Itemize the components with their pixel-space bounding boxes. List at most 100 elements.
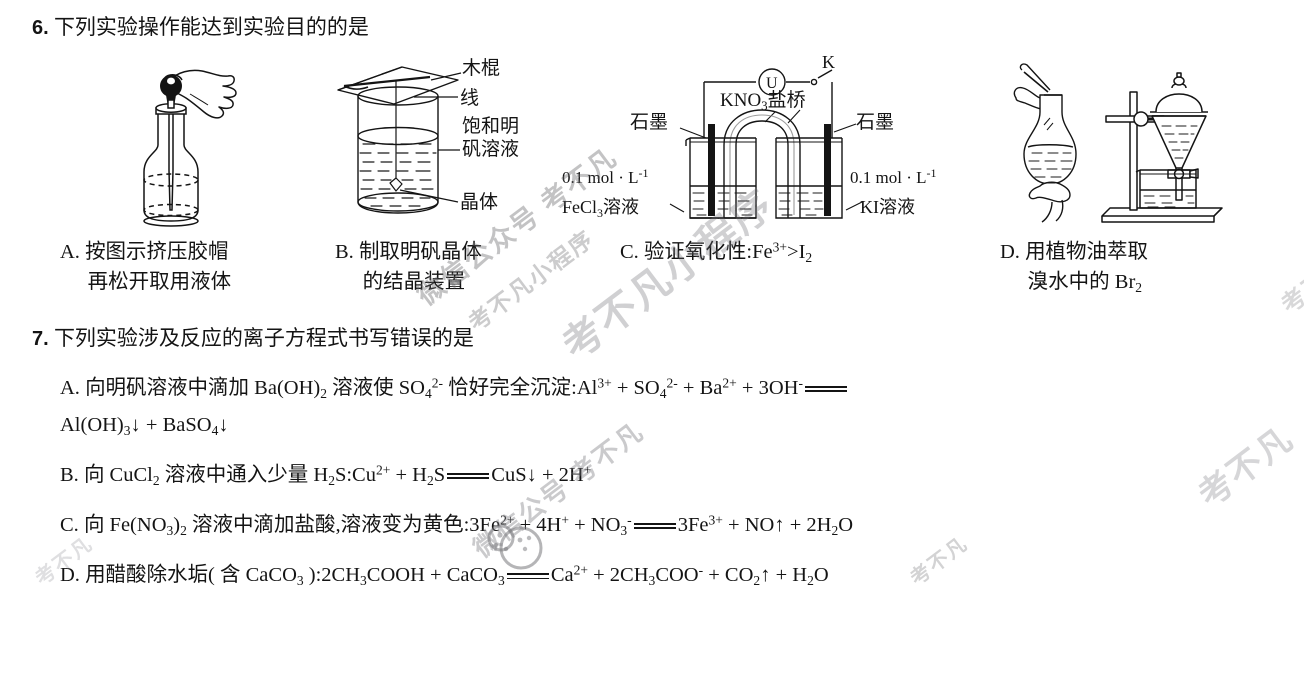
q7a-so4-sup: 2- xyxy=(431,375,443,391)
option-a-label: A. xyxy=(60,240,80,263)
q7b-prod: CuS↓ + 2H xyxy=(491,464,584,487)
question-7-stem: 7. 下列实验涉及反应的离子方程式书写错误的是 xyxy=(0,323,1304,355)
option-b: B. 制取明矾晶体 的结晶装置 xyxy=(335,237,482,298)
figure-b-label-wooden-stick: 木棍 xyxy=(462,57,500,79)
q7-option-c-label: C. xyxy=(60,514,79,537)
q7d-prod-mid2: COO xyxy=(655,564,699,587)
option-a-line1: 按图示挤压胶帽 xyxy=(85,240,229,263)
q7b-desc-pre: 向 CuCl xyxy=(83,464,153,487)
q7d-prod-sup: 2+ xyxy=(573,562,588,578)
q7c-prod-post: O xyxy=(838,514,854,537)
question-7-number: 7. xyxy=(32,327,49,350)
q7c-eq1-sup: + xyxy=(561,512,569,528)
q7a-desc-post: 恰好完全沉淀:Al xyxy=(443,377,598,399)
q7d-prod-sub2: 2 xyxy=(753,573,761,589)
option-d-sub: 2 xyxy=(1135,279,1143,295)
q7a-eq1: + SO xyxy=(611,377,660,399)
option-d-line1: 用植物油萃取 xyxy=(1025,240,1149,263)
q7d-desc-pre: 用醋酸除水垢( 含 CaCO xyxy=(85,564,297,587)
figure-c-label-graphite-left: 石墨 xyxy=(630,112,668,133)
option-d-label: D. xyxy=(1000,240,1020,263)
q7d-ch3-post: COOH + CaCO xyxy=(366,564,498,587)
figure-c-label-concentration-left: 0.1 mol · L-1 xyxy=(562,166,649,187)
question-7-stem-text: 下列实验涉及反应的离子方程式书写错误的是 xyxy=(53,325,474,350)
q7c-prod-mid: + NO↑ + 2H xyxy=(722,514,832,537)
q7a-eq3: + 3OH xyxy=(736,377,799,399)
option-b-line2: 的结晶装置 xyxy=(362,270,466,293)
q7a-desc-mid: 溶液使 SO xyxy=(327,377,425,399)
q7b-equals-sign xyxy=(447,468,490,485)
q7d-desc-mid: ):2CH xyxy=(303,564,361,587)
q7b-desc-mid: 溶液中通入少量 H xyxy=(159,464,329,487)
q7a-cont-mid: ↓ + BaSO xyxy=(130,414,212,437)
q7c-eq1: + 4H xyxy=(514,514,562,537)
question-6-stem: 6. 下列实验操作能达到实验目的的是 xyxy=(0,12,1304,44)
q7d-caco3-sub: 3 xyxy=(497,573,505,589)
figure-d-separating-funnel xyxy=(1000,50,1230,235)
option-d: D. 用植物油萃取 溴水中的 Br2 xyxy=(1000,237,1148,298)
q7d-prod-sub: 3 xyxy=(648,573,656,589)
option-b-line1: 制取明矾晶体 xyxy=(358,240,482,263)
q7a-continuation: Al(OH)3↓ + BaSO4↓ xyxy=(60,410,1304,441)
q7b-cu-sup: 2+ xyxy=(375,462,391,478)
q7d-desc-sub: 3 xyxy=(296,573,304,589)
q7a-cont-sub2: 4 xyxy=(211,422,219,438)
q7d-equals-sign xyxy=(506,568,549,585)
figure-c-label-voltmeter: U xyxy=(766,75,778,92)
q7c-equals-sign xyxy=(633,518,676,535)
q7b-prod-sup: + xyxy=(583,462,592,478)
q7a-eq3-sup: - xyxy=(798,375,803,391)
q7d-prod-pre: Ca xyxy=(550,564,574,587)
figure-c-label-graphite-right: 石墨 xyxy=(856,112,894,133)
figure-c-label-ki: KI溶液 xyxy=(860,197,915,217)
question-6-options: A. 按图示挤压胶帽 再松开取用液体 B. 制取明矾晶体 的结晶装置 C. 验证… xyxy=(0,237,1304,317)
q7c-desc-sub2: 2 xyxy=(180,523,187,539)
figure-a-dropper-bottle xyxy=(120,50,370,235)
q7c-fe-sup: 2+ xyxy=(500,512,515,528)
figure-b-label-solution-1: 饱和明 xyxy=(462,115,519,137)
q7c-desc-pre: 向 Fe(NO xyxy=(83,514,167,537)
q7a-cont-post: ↓ xyxy=(218,414,229,437)
figure-b-alum-crystallization: 木棍 线 饱和明 矾溶液 晶体 xyxy=(330,50,560,235)
q7-option-a-label: A. xyxy=(60,377,80,399)
q7b-h2s-post: S:Cu xyxy=(334,464,376,487)
q7c-eq2: + NO xyxy=(568,514,621,537)
figure-c-label-switch: K xyxy=(822,52,835,72)
exam-page: 6. 下列实验操作能达到实验目的的是 xyxy=(0,12,1304,592)
question-6-stem-text: 下列实验操作能达到实验目的的是 xyxy=(53,15,369,39)
q7a-desc-pre: 向明矾溶液中滴加 Ba(OH) xyxy=(85,377,321,399)
question-7: 7. 下列实验涉及反应的离子方程式书写错误的是 A. 向明矾溶液中滴加 Ba(O… xyxy=(0,323,1304,592)
q7c-prod-pre: 3Fe xyxy=(677,514,709,537)
q7a-desc-sub: 2 xyxy=(320,385,327,401)
q7d-prod-end: O xyxy=(813,564,829,587)
q7b-plus-sub: 2 xyxy=(427,472,434,488)
q7d-prod-sub3: 2 xyxy=(807,573,814,589)
q7-option-c: C. 向 Fe(NO3)2 溶液中滴加盐酸,溶液变为黄色:3Fe2+ + 4H+… xyxy=(60,510,1304,541)
question-7-options: A. 向明矾溶液中滴加 Ba(OH)2 溶液使 SO42- 恰好完全沉淀:Al3… xyxy=(0,373,1304,591)
option-c-sub: 2 xyxy=(805,249,813,265)
figure-c-label-fecl3: FeCl3溶液 xyxy=(562,197,639,220)
q7c-desc-sub: 3 xyxy=(166,523,174,539)
q7a-cont-sub: 3 xyxy=(123,422,131,438)
q7-option-d-label: D. xyxy=(60,564,80,587)
q7b-h2s-sub: 2 xyxy=(328,472,335,488)
question-6-figure-row: 木棍 线 饱和明 矾溶液 晶体 U xyxy=(0,50,1304,235)
q7a-eq1-sub: 4 xyxy=(659,385,667,401)
q7a-equals-sign xyxy=(805,381,848,398)
q7a-cont-pre: Al(OH) xyxy=(60,414,124,437)
q7c-desc-mid: ) xyxy=(173,514,181,537)
q7-option-a: A. 向明矾溶液中滴加 Ba(OH)2 溶液使 SO42- 恰好完全沉淀:Al3… xyxy=(60,373,1304,441)
q7b-desc-sub: 2 xyxy=(152,472,160,488)
figure-c-galvanic-cell: U K KNO3盐桥 xyxy=(560,50,1000,235)
q7b-plus-post: S xyxy=(433,464,446,487)
q7a-al-sup: 3+ xyxy=(597,375,612,391)
figure-b-label-crystal: 晶体 xyxy=(460,191,498,213)
q7a-eq2-sup: 2+ xyxy=(722,375,737,391)
q7a-eq1-sup: 2- xyxy=(666,375,678,391)
option-c-sup: 3+ xyxy=(772,239,788,255)
q7c-eq2-sup: - xyxy=(627,512,632,528)
option-c-label: C. xyxy=(620,240,639,263)
figure-b-label-thread: 线 xyxy=(460,87,479,109)
q7d-prod-mid: + 2CH xyxy=(588,564,649,587)
option-d-line2: 溴水中的 Br xyxy=(1027,270,1136,293)
